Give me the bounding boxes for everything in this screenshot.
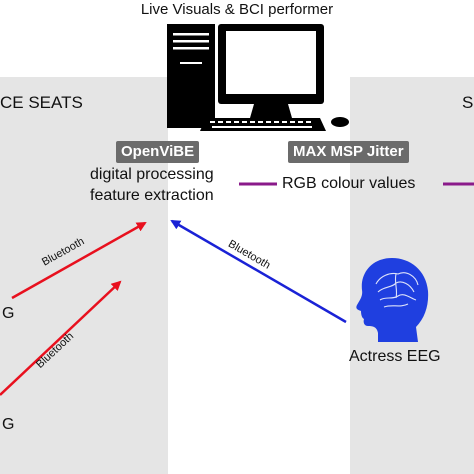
max-msp-jitter-badge: MAX MSP Jitter xyxy=(288,141,409,163)
right-panel-title: S xyxy=(462,93,474,112)
rgb-label: RGB colour values xyxy=(282,175,416,192)
left-node-label-b: G xyxy=(2,416,15,433)
openvibe-function-2: feature extraction xyxy=(90,187,214,204)
bluetooth-link-lower xyxy=(0,280,122,396)
openvibe-function-1: digital processing xyxy=(90,166,214,183)
bluetooth-link-actress xyxy=(170,219,347,324)
left-node-label-a: G xyxy=(2,305,15,322)
diagram-title: Live Visuals & BCI performer xyxy=(140,1,334,18)
bluetooth-link-upper xyxy=(11,221,147,300)
actress-eeg-label: Actress EEG xyxy=(349,348,441,365)
left-panel-title: CE SEATS xyxy=(0,93,83,112)
openvibe-badge: OpenViBE xyxy=(116,141,200,163)
